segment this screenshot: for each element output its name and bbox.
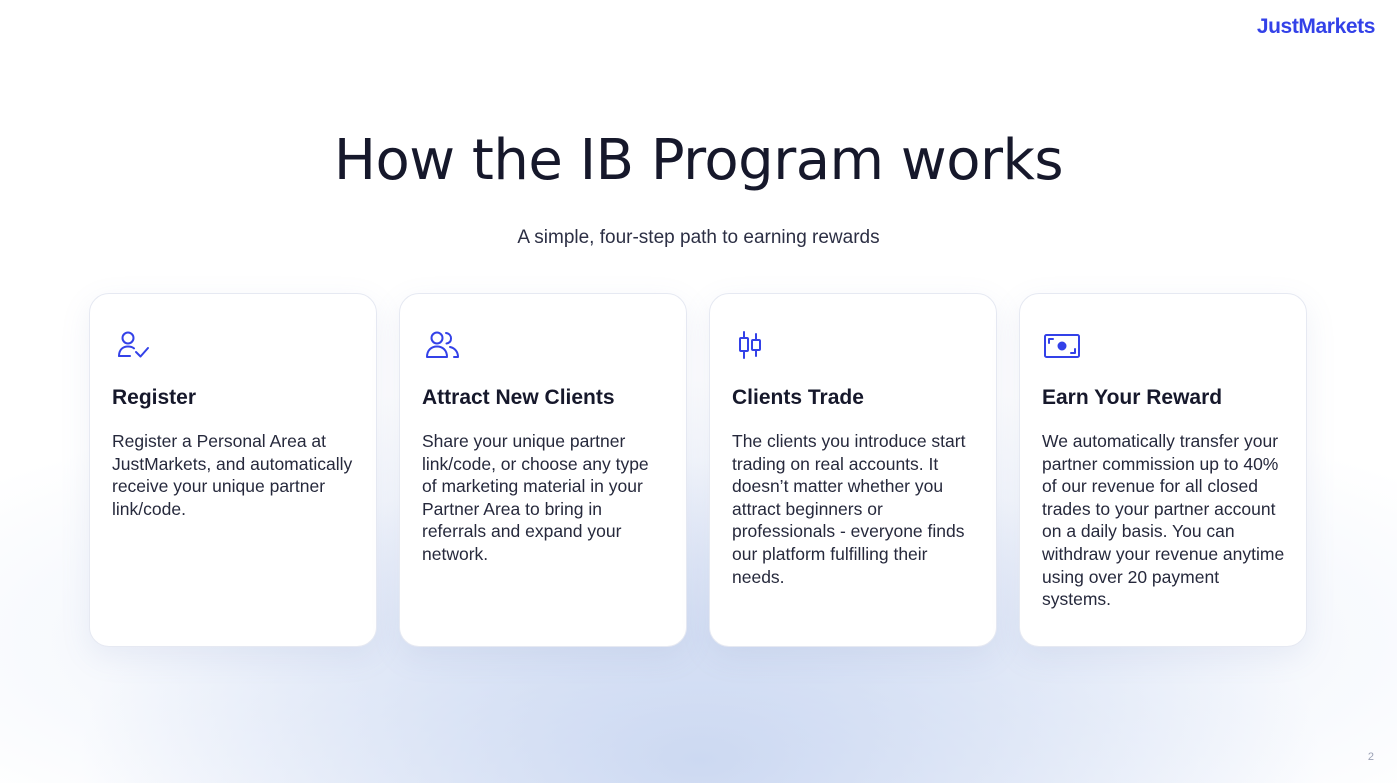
step-title: Earn Your Reward xyxy=(1042,386,1223,409)
user-check-icon xyxy=(112,330,152,364)
page-subtitle: A simple, four-step path to earning rewa… xyxy=(517,227,880,248)
step-title: Register xyxy=(112,386,197,409)
users-icon xyxy=(422,330,462,364)
step-card-earn-your-reward: Earn Your Reward We automatically transf… xyxy=(1019,293,1307,647)
page-number: 2 xyxy=(1367,751,1374,763)
step-description: Register a Personal Area at JustMarkets,… xyxy=(112,431,353,519)
step-title: Attract New Clients xyxy=(422,386,615,409)
justmarkets-logo: JustMarkets xyxy=(1256,15,1376,38)
money-icon xyxy=(1042,330,1082,364)
step-description: We automatically transfer your partner c… xyxy=(1042,431,1285,610)
step-card-clients-trade: Clients Trade The clients you introduce … xyxy=(709,293,997,647)
candlestick-icon xyxy=(732,330,772,364)
step-card-register: Register Register a Personal Area at Jus… xyxy=(89,293,377,647)
step-card-attract-new-clients: Attract New Clients Share your unique pa… xyxy=(399,293,687,647)
step-title: Clients Trade xyxy=(732,386,864,409)
step-description: The clients you introduce start trading … xyxy=(732,431,966,587)
page-title: How the IB Program works xyxy=(333,128,1064,193)
step-description: Share your unique partner link/code, or … xyxy=(422,431,649,564)
steps-list: Register Register a Personal Area at Jus… xyxy=(89,293,1307,647)
